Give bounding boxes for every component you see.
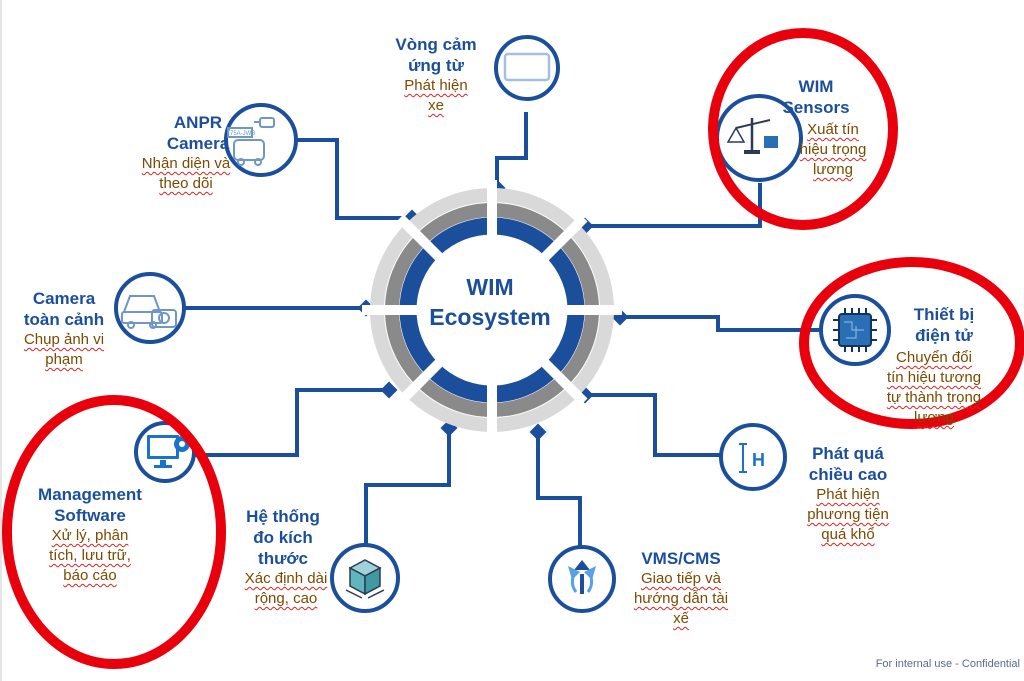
desc-line: Giao tiếp và: [640, 570, 722, 587]
desc-thiet-bi: Chuyển đổi tín hiệu tương tự thành trọng…: [870, 348, 998, 428]
highlight-annotations: [2, 28, 1024, 669]
node-phat-qua-circle: [719, 423, 787, 491]
desc-line: Xử lý, phân: [51, 527, 129, 544]
connectors: [183, 112, 820, 548]
connector-he-thong: [364, 428, 451, 545]
highlight-thiet-bi: [799, 257, 1024, 429]
highlight-management: [2, 395, 226, 669]
svg-text:75A-JWB: 75A-JWB: [230, 131, 255, 137]
desc-line: theo dõi: [159, 175, 213, 192]
connector-vong-cam: [495, 112, 528, 188]
desc-line: Nhận diện và: [141, 155, 231, 172]
title-line: VMS/CMS: [641, 549, 721, 568]
title-line: ứng từ: [408, 56, 464, 75]
desc-line: hiệu trọng: [799, 141, 867, 158]
connector-wim-sensors: [585, 183, 762, 228]
direction-arrows-icon: [568, 560, 596, 594]
chip-icon: [833, 308, 877, 352]
desc-line: Phát hiện: [404, 77, 468, 94]
title-line: Phát quá: [812, 444, 884, 463]
label-vms: VMS/CMS Giao tiếp và hướng dẫn tài xế: [622, 548, 740, 629]
highlight-wim-sensors: [708, 28, 898, 230]
label-phat-qua: Phát quá chiều cao Phát hiện phương tiện…: [786, 443, 910, 545]
desc-line: Chụp ảnh vi: [23, 331, 105, 348]
label-anpr: ANPR Camera Nhận diện và theo dõi: [114, 112, 258, 194]
label-management: Management Software Xử lý, phân tích, lư…: [20, 484, 160, 586]
desc-line: Xuất tín: [807, 121, 859, 138]
title-line: toàn cảnh: [23, 310, 105, 329]
connector-vms: [536, 432, 582, 548]
desc-line: rộng, cao: [254, 590, 318, 607]
title-line: Thiết bị: [913, 305, 975, 324]
cube-dimension-icon: [345, 559, 385, 599]
desc-line: Phát hiện: [816, 486, 880, 503]
desc-line: lương: [813, 161, 853, 178]
title-line: WIM: [798, 77, 834, 96]
anpr-camera-icon: 75A-JWB: [227, 117, 275, 166]
desc-wim-sensors: Xuất tín hiệu trọng lương: [786, 120, 880, 180]
label-thiet-bi: Thiết bị điện tử: [874, 304, 1014, 346]
center-title-line1: WIM: [466, 274, 514, 300]
title-line: điện tử: [915, 326, 973, 345]
title-line: Camera: [166, 134, 230, 153]
center-title: WIM Ecosystem: [400, 272, 580, 332]
title-line: Sensors: [782, 98, 850, 117]
desc-line: tự thành trọng: [886, 389, 982, 406]
desc-line: Chuyển đổi: [896, 349, 972, 366]
car-camera-icon: [121, 295, 177, 329]
desc-line: báo cáo: [63, 567, 117, 584]
desc-line: quá khổ: [821, 526, 875, 543]
confidential-footer: For internal use - Confidential: [875, 658, 1020, 670]
title-line: Software: [54, 506, 126, 525]
desc-line: tích, lưu trữ,: [49, 547, 131, 564]
label-he-thong: Hệ thống đo kích thước Xác định dài rộng…: [228, 506, 338, 609]
desc-line: phương tiện: [807, 506, 889, 523]
connector-phat-qua: [585, 393, 720, 457]
title-line: ANPR: [173, 113, 223, 132]
title-line: Hệ thống: [246, 507, 320, 526]
center-hub: [362, 180, 622, 440]
height-h-icon: H: [739, 443, 765, 473]
center-title-line2: Ecosystem: [429, 304, 551, 330]
label-camera-toan-canh: Camera toàn cảnh Chụp ảnh vi phạm: [10, 288, 118, 370]
label-wim-sensors: WIM Sensors: [772, 76, 860, 118]
left-edge: [0, 0, 2, 681]
title-line: chiều cao: [808, 465, 888, 484]
label-vong-cam: Vòng cảm ứng từ Phát hiện xe: [382, 34, 490, 116]
desc-line: tín hiệu tương: [886, 369, 982, 386]
connector-management: [193, 388, 389, 457]
desc-line: hướng dẫn tài: [633, 590, 729, 607]
connector-thiet-bi: [620, 315, 820, 332]
title-line: Vòng cảm: [395, 35, 477, 54]
desc-line: xe: [428, 97, 444, 114]
scale-balance-icon: [726, 118, 778, 154]
node-vong-cam-circle: [494, 35, 560, 101]
connector-anpr: [296, 138, 412, 220]
title-line: Camera: [32, 289, 96, 308]
desc-line: xế: [673, 610, 689, 627]
title-line: thước: [258, 549, 308, 568]
loop-sensor-icon: [503, 52, 551, 82]
title-line: Management: [38, 485, 142, 504]
desc-line: lương: [914, 409, 954, 426]
desc-line: phạm: [45, 351, 83, 368]
title-line: đo kích: [253, 528, 313, 547]
desc-line: Xác định dài: [244, 570, 328, 587]
svg-text:H: H: [752, 450, 765, 470]
